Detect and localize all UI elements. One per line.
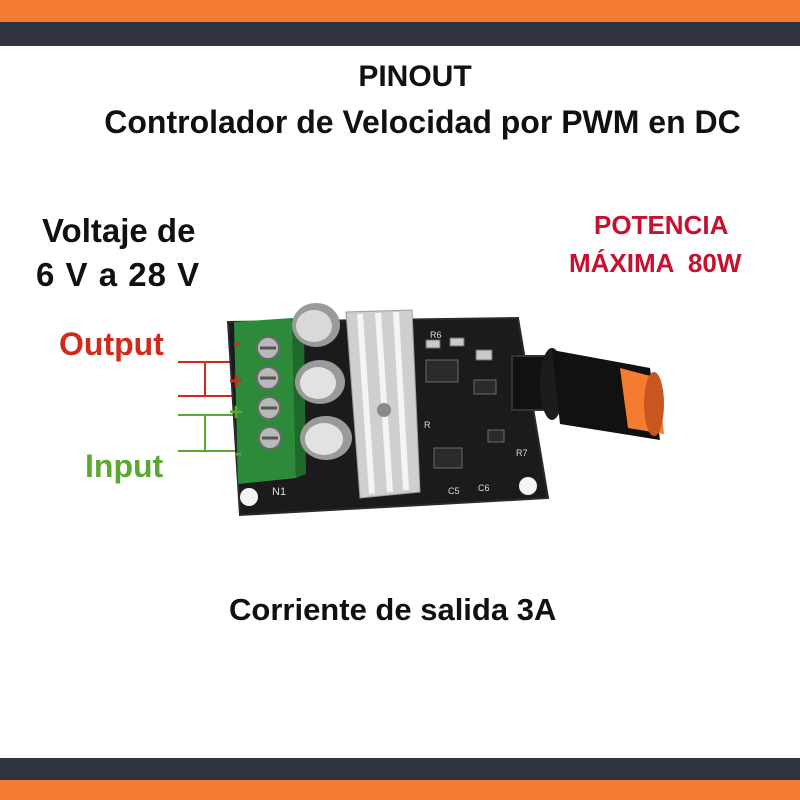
bottom-orange-band: [0, 780, 800, 800]
pinout-title: PINOUT: [358, 60, 472, 93]
silk-c6: C6: [478, 483, 490, 493]
input-minus-mark: -: [235, 440, 242, 465]
smd-components: [425, 337, 505, 469]
voltage-label: Voltaje de: [42, 212, 196, 249]
terminal-block: [234, 318, 306, 484]
top-orange-band: [0, 0, 800, 22]
top-dark-band: [0, 22, 800, 46]
capacitors: [292, 303, 352, 460]
potentiometer-knob: [511, 348, 664, 440]
bottom-dark-band: [0, 758, 800, 780]
output-current: Corriente de salida 3A: [229, 592, 557, 627]
silk-n1: N1: [272, 486, 286, 498]
output-plus-mark: +: [229, 368, 243, 395]
input-label: Input: [85, 448, 164, 484]
output-minus-mark: -: [233, 330, 240, 355]
power-value: MÁXIMA 80W: [569, 248, 742, 278]
product-title: Controlador de Velocidad por PWM en DC: [104, 104, 741, 140]
power-label: POTENCIA: [594, 210, 729, 240]
silk-r7: R7: [516, 448, 528, 458]
silk-r6: R6: [430, 330, 442, 340]
silk-c5: C5: [448, 486, 460, 496]
heatsink: [345, 309, 421, 499]
output-wires: [178, 361, 238, 397]
voltage-range: 6 V a 28 V: [36, 256, 201, 293]
input-wires: [178, 414, 238, 452]
output-label: Output: [59, 326, 164, 362]
input-plus-mark: +: [229, 399, 243, 426]
silk-r: R: [424, 420, 431, 430]
